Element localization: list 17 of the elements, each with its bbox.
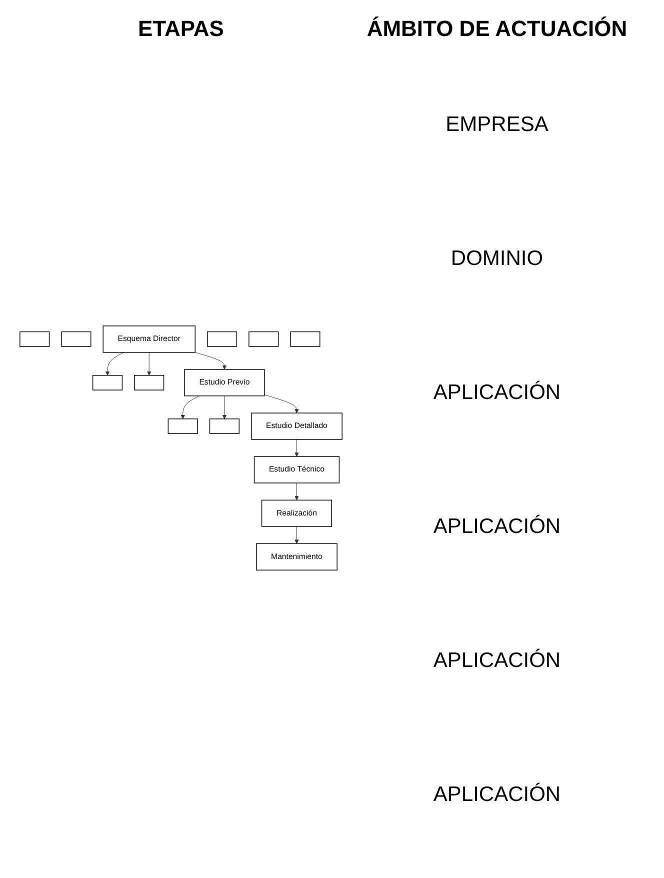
node-box [92,374,123,390]
node-box [248,331,279,347]
column-heading: ÁMBITO DE ACTUACIÓN [366,16,628,42]
node-box [61,331,92,347]
node-box [134,374,164,390]
node-box [209,418,240,434]
column-heading: ETAPAS [138,16,224,42]
scope-label: APLICACIÓN [433,381,561,405]
node-box [168,418,198,434]
node-box [206,331,238,347]
scope-label: APLICACIÓN [433,515,561,539]
node-box [20,331,50,347]
node-box [290,331,320,347]
scope-label: EMPRESA [446,113,548,137]
scope-label: APLICACIÓN [433,649,561,673]
scope-label: APLICACIÓN [433,783,561,807]
scope-label: DOMINIO [450,247,544,271]
